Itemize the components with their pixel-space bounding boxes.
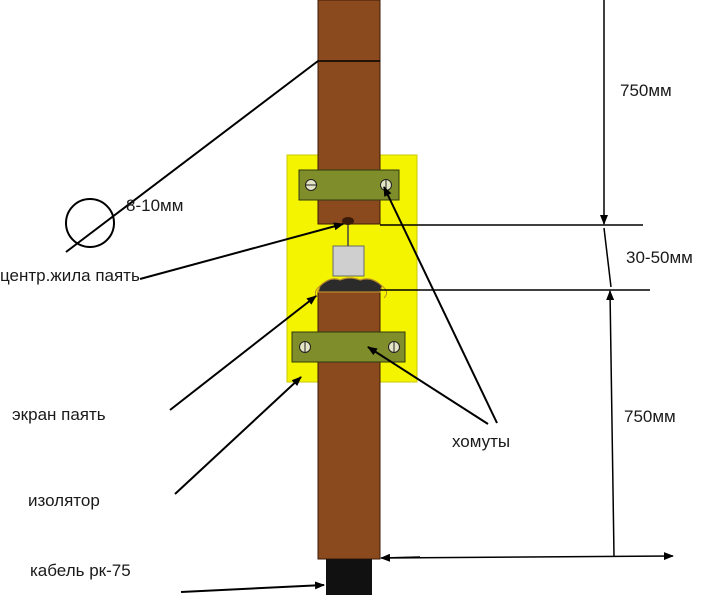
shield-wire-right <box>381 285 388 299</box>
diameter-label: 8-10мм <box>126 196 184 215</box>
shield-braid <box>317 277 383 293</box>
shield-arrow <box>169 295 317 411</box>
top-length-label: 750мм <box>620 81 672 100</box>
diameter-symbol-circle <box>65 198 115 248</box>
core-solder-point <box>342 217 354 225</box>
clamps-label: хомуты <box>452 432 511 451</box>
bottom-dimension-line <box>606 290 615 557</box>
bottom-extension-line <box>381 552 674 561</box>
clamp-arrow-lower <box>367 346 489 425</box>
clamp-arrow-upper <box>383 186 498 424</box>
bottom-extension-arrow-left <box>380 553 421 562</box>
shield-label: экран паять <box>12 405 106 424</box>
insulator-label: изолятор <box>28 491 100 510</box>
center-core-arrow <box>139 222 344 280</box>
lower-rod <box>317 290 381 560</box>
gap-label: 30-50мм <box>626 248 693 267</box>
gap-dimension-line <box>603 227 612 288</box>
shield-wire-left <box>314 285 321 299</box>
insulator-arrow <box>174 376 302 495</box>
cable-label: кабель рк-75 <box>30 561 131 580</box>
insulator-block <box>332 245 365 277</box>
diameter-leader <box>65 60 319 253</box>
bottom-length-label: 750мм <box>624 407 676 426</box>
center-core-label: центр.жила паять <box>0 266 140 285</box>
cable-arrow <box>180 581 325 593</box>
coax-cable <box>326 559 372 595</box>
